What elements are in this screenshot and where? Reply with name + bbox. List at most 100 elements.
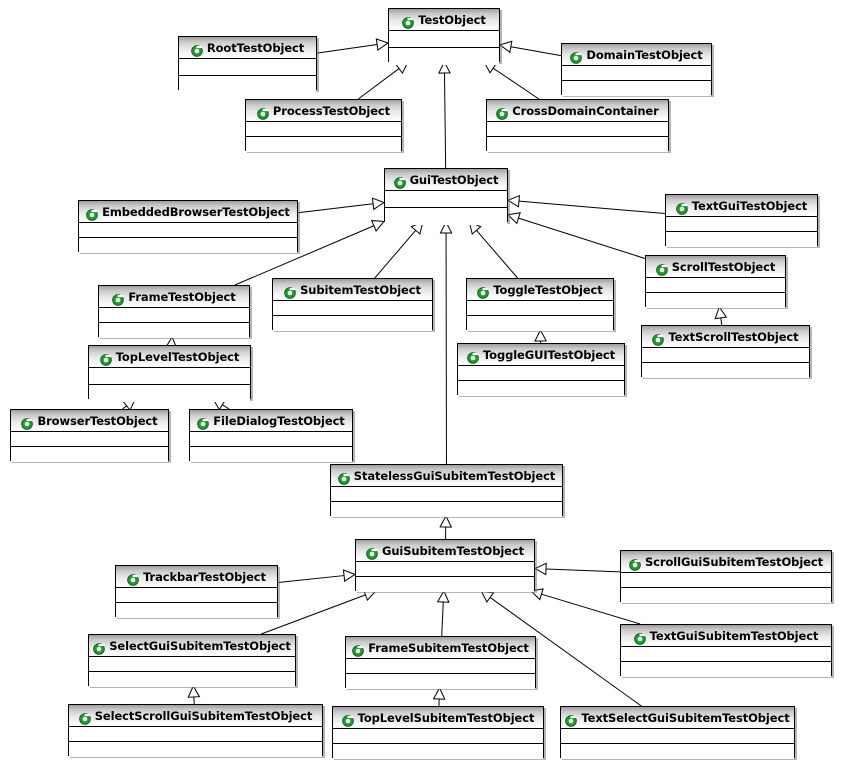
uml-class-DomainTestObject[interactable]: DomainTestObject — [561, 43, 712, 96]
uml-class-header: GuiSubitemTestObject — [356, 540, 534, 562]
generalization-arrowhead — [187, 684, 201, 698]
generalization-arrowhead — [370, 220, 386, 232]
uml-class-header: FrameSubitemTestObject — [346, 637, 535, 659]
uml-operations-compartment — [79, 238, 297, 253]
uml-class-ToggleGUITestObject[interactable]: ToggleGUITestObject — [457, 343, 625, 396]
uml-class-FrameTestObject[interactable]: FrameTestObject — [98, 285, 250, 338]
generalization-SelectScrollGuiSubitemTestObject-to-SelectGuiSubitemTestObject — [187, 684, 201, 705]
class-icon — [496, 105, 509, 120]
uml-class-GuiTestObject[interactable]: GuiTestObject — [384, 168, 508, 225]
generalization-arrowhead — [480, 590, 495, 603]
generalization-line — [374, 230, 417, 279]
class-icon — [284, 284, 296, 299]
uml-class-header: StatelessGuiSubitemTestObject — [331, 465, 562, 487]
uml-class-TrackbarTestObject[interactable]: TrackbarTestObject — [115, 565, 278, 618]
uml-class-RootTestObject[interactable]: RootTestObject — [178, 36, 317, 93]
uml-class-ScrollTestObject[interactable]: ScrollTestObject — [645, 255, 786, 308]
uml-attributes-compartment — [487, 122, 668, 137]
uml-class-TopLevelSubitemTestObject[interactable]: TopLevelSubitemTestObject — [332, 706, 544, 759]
uml-class-name: SelectScrollGuiSubitemTestObject — [94, 708, 313, 723]
class-icon — [655, 261, 668, 276]
uml-class-ScrollGuiSubitemTestObject[interactable]: ScrollGuiSubitemTestObject — [620, 550, 832, 603]
uml-class-ProcessTestObject[interactable]: ProcessTestObject — [245, 99, 402, 152]
uml-class-FileDialogTestObject[interactable]: FileDialogTestObject — [189, 409, 353, 462]
uml-class-name: TestObject — [418, 12, 486, 27]
generalization-ProcessTestObject-to-TestObject — [358, 61, 409, 100]
uml-class-name: BrowserTestObject — [37, 413, 158, 428]
uml-operations-compartment — [11, 447, 168, 462]
generalization-GuiTestObject-to-TestObject — [438, 60, 451, 169]
class-icon — [341, 712, 354, 727]
uml-attributes-compartment — [621, 573, 831, 588]
uml-operations-compartment — [642, 363, 809, 378]
uml-class-CrossDomainContainer[interactable]: CrossDomainContainer — [486, 99, 669, 152]
uml-class-name: SubitemTestObject — [300, 282, 421, 297]
generalization-ScrollTestObject-to-GuiTestObject — [506, 212, 646, 259]
uml-class-name: RootTestObject — [206, 40, 305, 55]
uml-class-FrameSubitemTestObject[interactable]: FrameSubitemTestObject — [345, 636, 536, 689]
class-icon — [629, 556, 641, 571]
uml-class-GuiSubitemTestObject[interactable]: GuiSubitemTestObject — [355, 539, 535, 592]
uml-class-name: GuiTestObject — [409, 172, 499, 187]
class-icon — [191, 42, 203, 57]
generalization-DomainTestObject-to-TestObject — [498, 40, 562, 57]
uml-class-name: ToggleTestObject — [493, 282, 603, 297]
uml-class-header: BrowserTestObject — [11, 410, 168, 432]
uml-class-name: TextGuiSubitemTestObject — [649, 628, 819, 643]
uml-class-StatelessGuiSubitemTestObject[interactable]: StatelessGuiSubitemTestObject — [330, 464, 563, 517]
uml-class-TextSelectGuiSubitemTestObject[interactable]: TextSelectGuiSubitemTestObject — [560, 706, 795, 759]
uml-attributes-compartment — [646, 278, 785, 293]
uml-class-header: SelectScrollGuiSubitemTestObject — [69, 705, 322, 727]
class-icon — [78, 710, 91, 725]
uml-class-header: DomainTestObject — [562, 44, 711, 66]
uml-class-TopLevelTestObject[interactable]: TopLevelTestObject — [88, 345, 251, 402]
uml-operations-compartment — [179, 76, 316, 93]
generalization-line — [297, 203, 374, 214]
uml-class-SubitemTestObject[interactable]: SubitemTestObject — [272, 278, 433, 331]
uml-attributes-compartment — [273, 301, 432, 316]
uml-class-header: SubitemTestObject — [273, 279, 432, 301]
uml-class-header: ScrollGuiSubitemTestObject — [621, 551, 831, 573]
uml-class-BrowserTestObject[interactable]: BrowserTestObject — [10, 409, 169, 462]
generalization-TrackbarTestObject-to-GuiSubitemTestObject — [277, 569, 357, 583]
generalization-line — [492, 67, 540, 100]
uml-class-TextGuiTestObject[interactable]: TextGuiTestObject — [665, 194, 818, 247]
class-icon — [393, 174, 406, 189]
uml-class-SelectScrollGuiSubitemTestObject[interactable]: SelectScrollGuiSubitemTestObject — [68, 704, 323, 757]
generalization-arrowhead — [714, 305, 728, 320]
generalization-line — [518, 200, 666, 215]
uml-operations-compartment — [561, 744, 794, 759]
uml-class-name: TextGuiTestObject — [691, 198, 808, 213]
uml-operations-compartment — [89, 385, 250, 402]
generalization-arrowhead — [342, 569, 357, 582]
uml-operations-compartment — [89, 672, 295, 687]
generalization-arrowhead — [375, 38, 390, 51]
uml-class-EmbeddedBrowserTestObject[interactable]: EmbeddedBrowserTestObject — [78, 200, 298, 253]
generalization-line — [476, 230, 518, 279]
class-icon — [565, 712, 578, 727]
uml-operations-compartment — [246, 137, 401, 152]
uml-attributes-compartment — [467, 301, 613, 316]
uml-operations-compartment — [389, 48, 499, 65]
uml-class-TextScrollTestObject[interactable]: TextScrollTestObject — [641, 325, 810, 378]
uml-class-header: TextGuiTestObject — [666, 195, 817, 217]
uml-class-header: CrossDomainContainer — [487, 100, 668, 122]
uml-operations-compartment — [621, 588, 831, 603]
uml-class-TextGuiSubitemTestObject[interactable]: TextGuiSubitemTestObject — [620, 624, 832, 677]
class-icon — [633, 630, 646, 645]
uml-class-header: GuiTestObject — [385, 169, 507, 191]
generalization-ToggleTestObject-to-GuiTestObject — [468, 221, 518, 279]
uml-class-ToggleTestObject[interactable]: ToggleTestObject — [466, 278, 614, 331]
uml-class-TestObject[interactable]: TestObject — [388, 8, 500, 65]
uml-class-header: SelectGuiSubitemTestObject — [89, 635, 295, 657]
uml-class-SelectGuiSubitemTestObject[interactable]: SelectGuiSubitemTestObject — [88, 634, 296, 687]
uml-operations-compartment — [273, 316, 432, 331]
uml-class-name: CrossDomainContainer — [512, 103, 659, 118]
class-icon — [112, 291, 125, 306]
generalization-SubitemTestObject-to-GuiTestObject — [374, 221, 424, 279]
uml-class-header: FileDialogTestObject — [190, 410, 352, 432]
uml-class-header: ProcessTestObject — [246, 100, 401, 122]
generalization-StatelessGuiSubitemTestObject-to-GuiTestObject — [439, 220, 453, 465]
uml-attributes-compartment — [458, 366, 624, 381]
